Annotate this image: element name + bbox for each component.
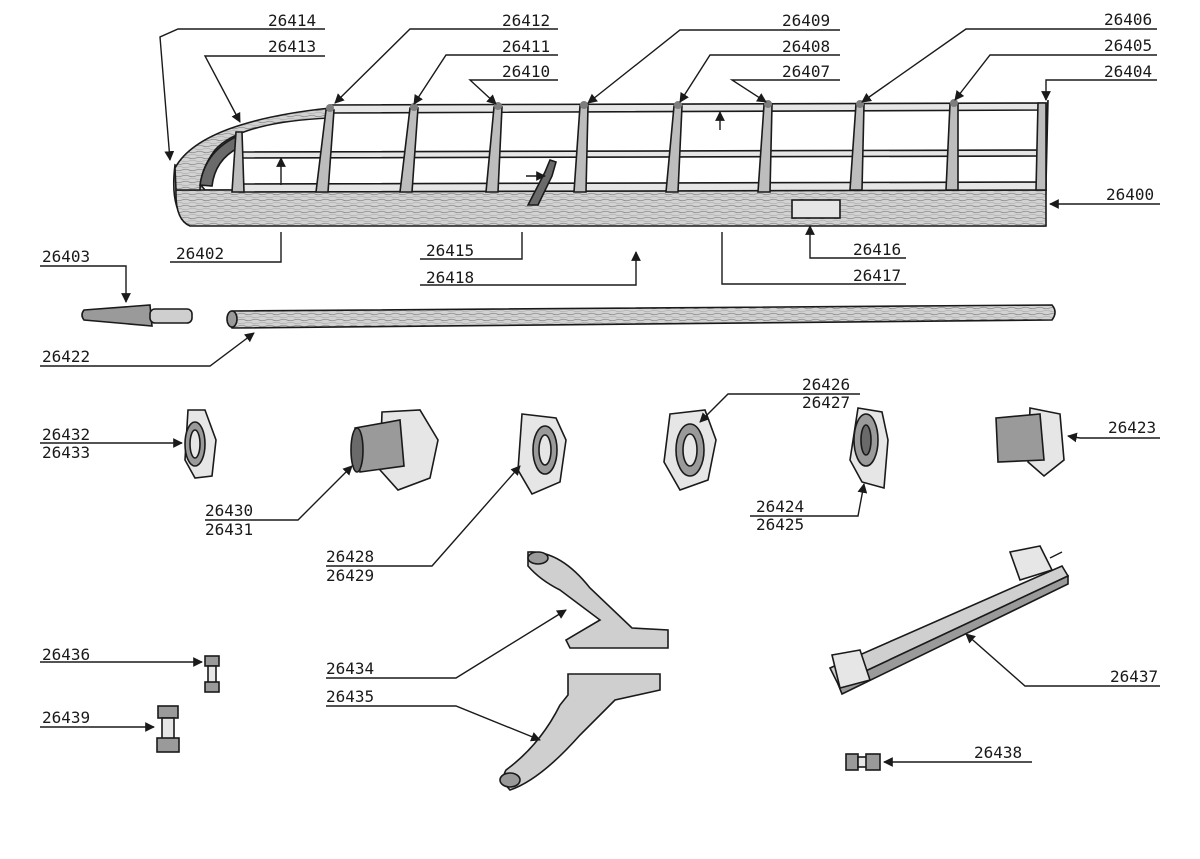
part-labels: 26414 26413 26412 26411 26410 26409 2640… (42, 10, 1158, 762)
leader-lines (40, 28, 1160, 767)
label-26408: 26408 (782, 37, 830, 56)
label-26425: 26425 (756, 515, 804, 534)
label-26410: 26410 (502, 62, 550, 81)
flange-26430 (350, 409, 439, 491)
label-26411: 26411 (502, 37, 550, 56)
flange-26426 (663, 409, 717, 491)
spar-tube (226, 304, 1056, 329)
label-26423: 26423 (1108, 418, 1156, 437)
label-26418: 26418 (426, 268, 474, 287)
label-26438: 26438 (974, 743, 1022, 762)
label-26406: 26406 (1104, 10, 1152, 29)
label-26431: 26431 (205, 520, 253, 539)
label-26422: 26422 (42, 347, 90, 366)
label-26416: 26416 (853, 240, 901, 259)
bolt-26436 (204, 655, 220, 693)
wing-assembly (172, 99, 1049, 227)
label-26439: 26439 (42, 708, 90, 727)
label-26426: 26426 (802, 375, 850, 394)
label-26424: 26424 (756, 497, 804, 516)
label-26403: 26403 (42, 247, 90, 266)
label-26430: 26430 (205, 501, 253, 520)
label-26434: 26434 (326, 659, 374, 678)
label-26435: 26435 (326, 687, 374, 706)
label-26436: 26436 (42, 645, 90, 664)
bracket-26434 (527, 551, 669, 649)
label-26404: 26404 (1104, 62, 1152, 81)
flange-26432 (184, 409, 217, 479)
label-26429: 26429 (326, 566, 374, 585)
label-26402: 26402 (176, 244, 224, 263)
label-26414: 26414 (268, 11, 316, 30)
label-26432: 26432 (42, 425, 90, 444)
label-26413: 26413 (268, 37, 316, 56)
rib-posts (231, 102, 1047, 193)
flange-26424 (849, 407, 889, 490)
label-26415: 26415 (426, 241, 474, 260)
bolt-26438 (845, 753, 881, 771)
bracket-26435 (499, 673, 661, 791)
bolt-26439 (156, 705, 180, 753)
label-26417: 26417 (853, 266, 901, 285)
label-26437: 26437 (1110, 667, 1158, 686)
label-26409: 26409 (782, 11, 830, 30)
label-26400: 26400 (1106, 185, 1154, 204)
flange-26423 (995, 407, 1065, 478)
label-26412: 26412 (502, 11, 550, 30)
rail-26437 (828, 545, 1070, 696)
label-26405: 26405 (1104, 36, 1152, 55)
label-26407: 26407 (782, 62, 830, 81)
flange-26428 (517, 413, 567, 496)
label-26428: 26428 (326, 547, 374, 566)
label-26427: 26427 (802, 393, 850, 412)
label-26433: 26433 (42, 443, 90, 462)
tapered-pin (81, 304, 193, 327)
